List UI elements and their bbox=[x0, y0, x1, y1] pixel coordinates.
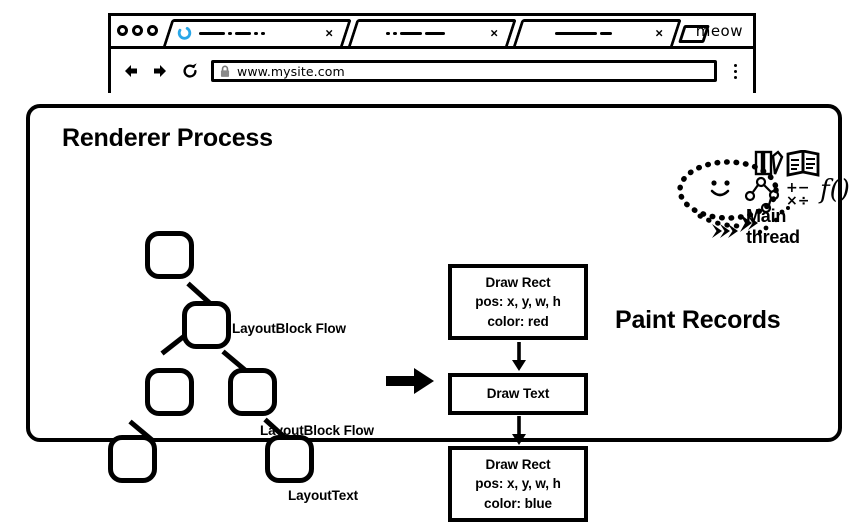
tab-close-icon-2[interactable]: × bbox=[490, 25, 498, 40]
tab-close-icon-3[interactable]: × bbox=[655, 25, 663, 40]
browser-tab-1[interactable]: × bbox=[163, 19, 352, 46]
tab-title-placeholder-1 bbox=[199, 19, 343, 46]
tab-title-placeholder-2 bbox=[386, 19, 508, 46]
tab-content bbox=[513, 19, 673, 46]
browser-tab-3[interactable]: × bbox=[513, 19, 682, 46]
function-fx-icon: f() bbox=[818, 175, 850, 205]
tree-label-layouttext: LayoutText bbox=[288, 488, 359, 503]
paint-line: Draw Text bbox=[486, 386, 550, 402]
paint-flow-arrow-1-icon bbox=[512, 342, 526, 371]
paint-record-draw-text[interactable]: Draw Text bbox=[448, 373, 588, 415]
browser-tab-2[interactable]: × bbox=[348, 19, 517, 46]
tab-close-icon-1[interactable]: × bbox=[325, 25, 333, 40]
tab-content bbox=[348, 19, 508, 46]
page-title: Renderer Process bbox=[62, 124, 273, 152]
arrow-left-icon[interactable] bbox=[120, 60, 142, 82]
tree-node-root[interactable] bbox=[145, 231, 194, 279]
sparkle-dots-icon bbox=[757, 206, 790, 235]
reload-icon[interactable] bbox=[179, 60, 201, 82]
main-thread-label: Main thread bbox=[746, 206, 800, 247]
paint-line: pos: x, y, w, h bbox=[475, 476, 561, 492]
tree-label-layoutblock-flow-1: LayoutBlock Flow bbox=[232, 321, 346, 336]
window-controls bbox=[117, 25, 158, 36]
three-dot-menu-icon[interactable] bbox=[727, 63, 743, 79]
paint-line: Draw Rect bbox=[485, 457, 551, 473]
paint-record-draw-rect-red[interactable]: Draw Rect pos: x, y, w, h color: red bbox=[448, 264, 588, 340]
paint-records-heading: Paint Records bbox=[615, 306, 781, 334]
paint-line: color: red bbox=[487, 313, 549, 329]
browser-window: × × × bbox=[108, 13, 756, 93]
motion-chevrons-icon bbox=[697, 213, 758, 238]
main-thread-figure: +− ×÷ f() bbox=[677, 150, 850, 238]
url-input[interactable]: www.mysite.com bbox=[211, 60, 717, 82]
paint-flow-arrow-2-icon bbox=[512, 416, 526, 445]
svg-text:+−: +− bbox=[786, 180, 809, 196]
browser-brand-label: meow bbox=[695, 22, 743, 40]
paint-line: color: blue bbox=[484, 495, 552, 511]
window-close-dot[interactable] bbox=[117, 25, 128, 36]
svg-text:f(): f() bbox=[818, 175, 850, 205]
tab-loading-spinner-icon bbox=[177, 25, 192, 40]
window-maximize-dot[interactable] bbox=[147, 25, 158, 36]
tab-title-placeholder-3 bbox=[555, 19, 673, 46]
books-pencil-icon bbox=[754, 150, 820, 177]
arrow-right-icon[interactable] bbox=[149, 60, 171, 82]
paint-line: pos: x, y, w, h bbox=[475, 294, 561, 310]
tree-label-layoutblock-flow-2: LayoutBlock Flow bbox=[260, 423, 374, 438]
url-text: www.mysite.com bbox=[237, 63, 345, 79]
paint-record-draw-rect-blue[interactable]: Draw Rect pos: x, y, w, h color: blue bbox=[448, 446, 588, 522]
tree-node-block-2[interactable] bbox=[145, 368, 194, 416]
tree-node-block-1[interactable] bbox=[182, 301, 231, 349]
tree-node-text-1[interactable] bbox=[108, 435, 157, 483]
url-toolbar: www.mysite.com bbox=[111, 49, 753, 93]
node-tree-icon bbox=[744, 176, 780, 214]
layout-tree-diagram: LayoutBlock Flow LayoutBlock Flow Layout… bbox=[90, 163, 400, 503]
window-minimize-dot[interactable] bbox=[132, 25, 143, 36]
math-operators-icon: +− ×÷ bbox=[786, 180, 809, 209]
smiley-face-icon bbox=[677, 159, 779, 221]
lock-icon bbox=[220, 65, 230, 77]
tab-content bbox=[163, 19, 343, 46]
paint-line: Draw Rect bbox=[485, 275, 551, 291]
tab-strip: × × × bbox=[111, 16, 753, 49]
tree-node-text-2[interactable] bbox=[265, 435, 314, 483]
renderer-process-panel: Renderer Process LayoutBlock Flow Layout… bbox=[26, 104, 850, 522]
svg-text:×÷: ×÷ bbox=[786, 193, 809, 209]
right-arrow-icon bbox=[386, 368, 434, 394]
tree-node-block-3[interactable] bbox=[228, 368, 277, 416]
